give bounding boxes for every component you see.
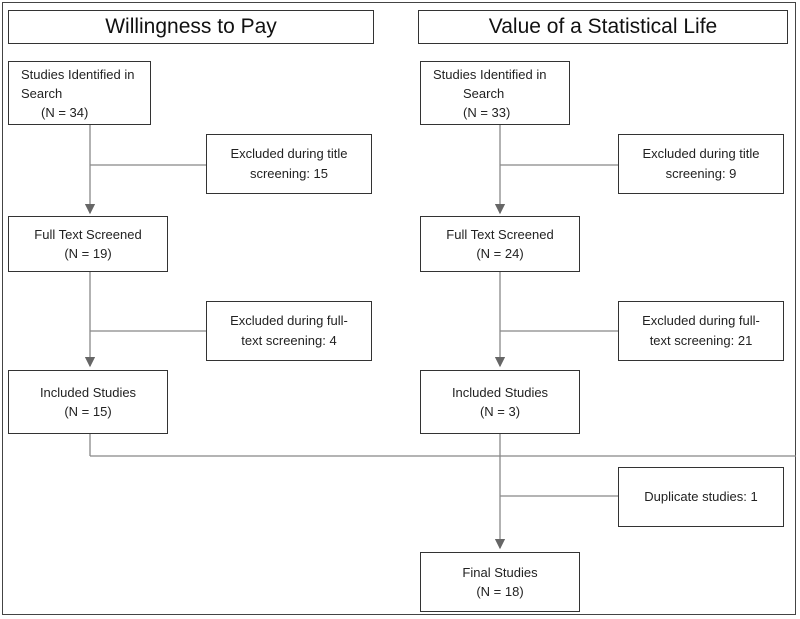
wtp-full-text-screened: Full Text Screened (N = 19) [8, 216, 168, 272]
vsl-studies-identified: Studies Identified in Search (N = 33) [420, 61, 570, 125]
vsl-full-text-screened: Full Text Screened (N = 24) [420, 216, 580, 272]
wtp-excluded-title: Excluded during title screening: 15 [206, 134, 372, 194]
vsl-excluded-title: Excluded during title screening: 9 [618, 134, 784, 194]
wtp-excluded-full-text: Excluded during full- text screening: 4 [206, 301, 372, 361]
wtp-studies-identified: Studies Identified in Search (N = 34) [8, 61, 151, 125]
duplicate-studies: Duplicate studies: 1 [618, 467, 784, 527]
wtp-included-studies: Included Studies (N = 15) [8, 370, 168, 434]
vsl-included-studies: Included Studies (N = 3) [420, 370, 580, 434]
final-studies: Final Studies (N = 18) [420, 552, 580, 612]
vsl-excluded-full-text: Excluded during full- text screening: 21 [618, 301, 784, 361]
header-willingness-to-pay: Willingness to Pay [8, 10, 374, 44]
header-value-statistical-life: Value of a Statistical Life [418, 10, 788, 44]
